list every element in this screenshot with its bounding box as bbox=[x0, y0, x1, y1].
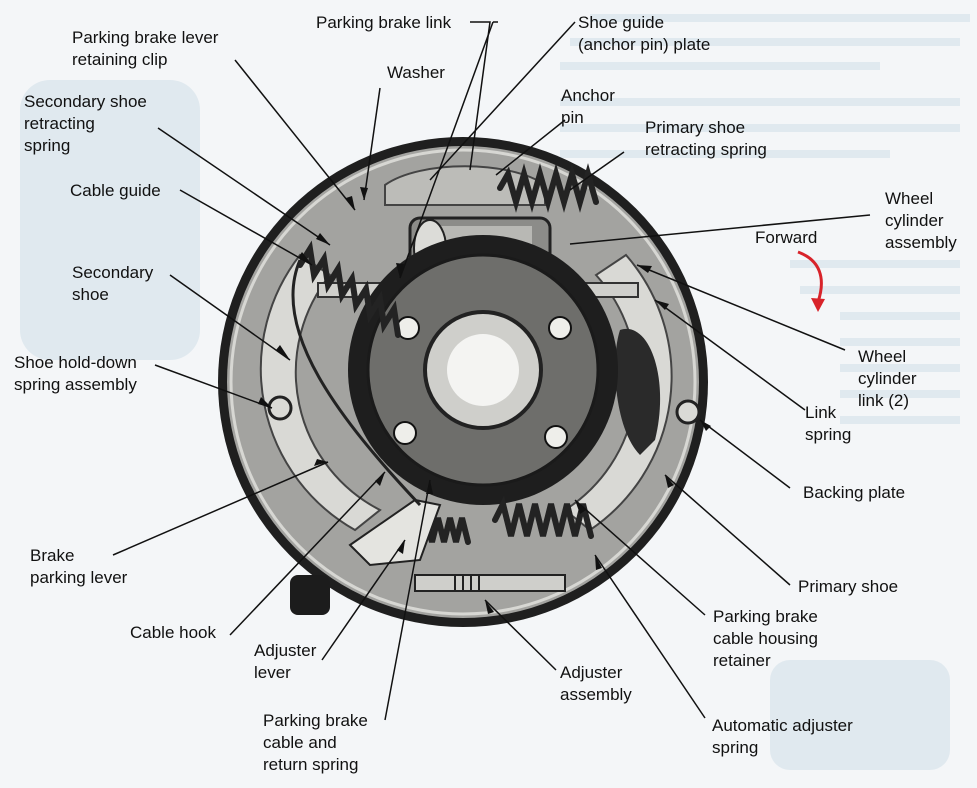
label-shoe-hold-down-spring-assembly: Shoe hold-down spring assembly bbox=[14, 353, 137, 394]
label-primary-shoe-retracting-spring: Primary shoe retracting spring bbox=[645, 118, 767, 159]
label-secondary-shoe: Secondary shoe bbox=[72, 263, 154, 304]
label-brake-parking-lever: Brake parking lever bbox=[30, 546, 128, 587]
label-forward: Forward bbox=[755, 228, 818, 247]
hold-down-stud-right bbox=[675, 399, 701, 425]
primary-shoe-web bbox=[615, 328, 661, 455]
label-adjuster-assembly: Adjuster assembly bbox=[560, 663, 632, 704]
label-parking-brake-cable-housing-retainer: Parking brake cable housing retainer bbox=[713, 607, 818, 670]
cable-housing bbox=[290, 575, 330, 615]
label-wheel-cylinder-assembly: Wheel cylinder assembly bbox=[885, 189, 957, 252]
label-wheel-cylinder-link: Wheel cylinder link (2) bbox=[858, 347, 917, 410]
label-parking-brake-lever-retaining-clip: Parking brake lever retaining clip bbox=[72, 28, 219, 69]
label-shoe-guide-plate: Shoe guide (anchor pin) plate bbox=[578, 13, 711, 54]
forward-arrow bbox=[797, 250, 823, 303]
label-anchor-pin: Anchor pin bbox=[561, 86, 615, 127]
label-cable-hook: Cable hook bbox=[130, 623, 217, 642]
label-parking-brake-cable-and-return-spring: Parking brake cable and return spring bbox=[263, 711, 368, 774]
secondary-shoe-lining bbox=[259, 253, 382, 532]
adjuster-screw bbox=[414, 574, 566, 592]
parking-brake-cable bbox=[291, 259, 422, 507]
forward-arrowhead bbox=[811, 298, 825, 312]
lower-adjuster-spring bbox=[492, 495, 594, 539]
label-automatic-adjuster-spring: Automatic adjuster spring bbox=[712, 716, 853, 757]
label-washer: Washer bbox=[387, 63, 445, 82]
label-adjuster-lever: Adjuster lever bbox=[254, 641, 317, 682]
label-backing-plate: Backing plate bbox=[803, 483, 906, 502]
primary-shoe-retracting-spring bbox=[497, 163, 599, 213]
label-secondary-shoe-retracting-spring: Secondary shoe retracting spring bbox=[24, 92, 147, 155]
label-cable-guide: Cable guide bbox=[70, 181, 161, 200]
secondary-shoe-retracting-spring bbox=[297, 240, 401, 338]
hold-down-stud-left bbox=[267, 395, 293, 421]
label-link-spring: Link spring bbox=[805, 403, 852, 444]
label-parking-brake-link: Parking brake link bbox=[316, 13, 452, 32]
label-primary-shoe: Primary shoe bbox=[798, 577, 899, 596]
